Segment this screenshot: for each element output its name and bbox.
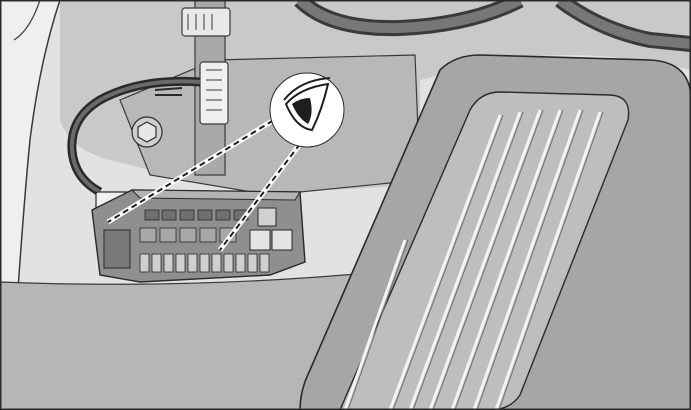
connector-icon: [200, 62, 228, 124]
fuse-box-icon: [92, 190, 305, 282]
eye-callout: [270, 73, 344, 147]
bolt-icon: [132, 117, 162, 147]
